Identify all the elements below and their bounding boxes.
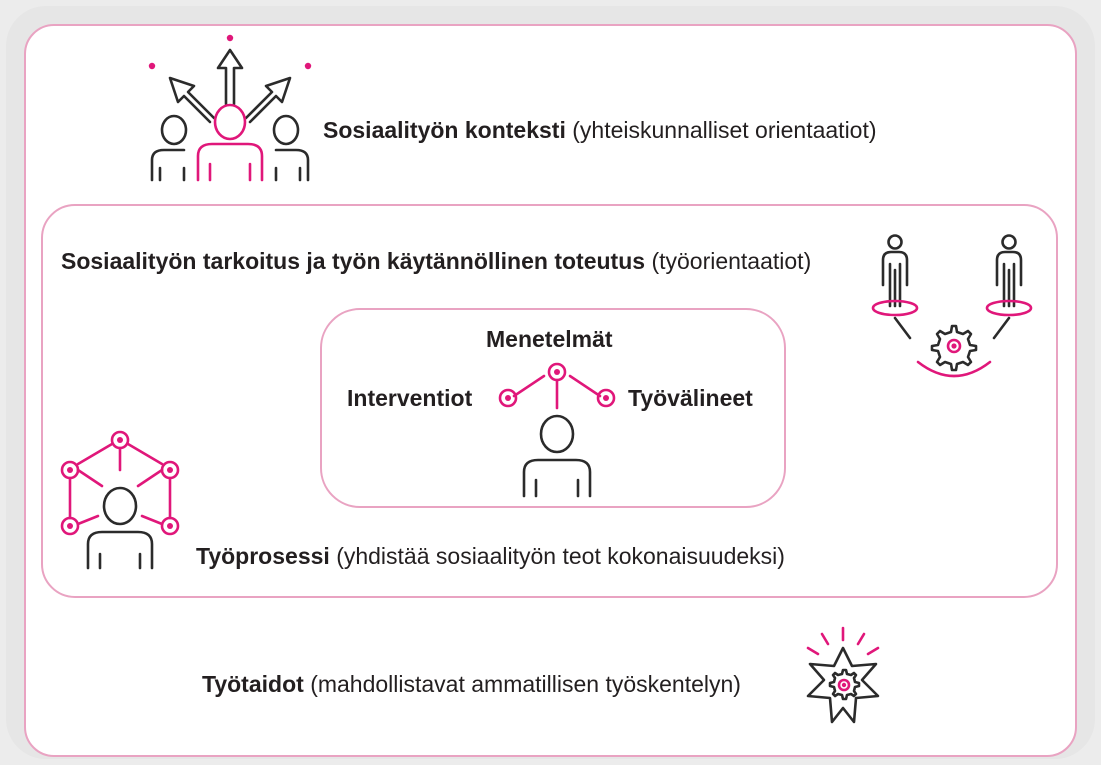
methods-box	[320, 308, 786, 508]
purpose-description: (työorientaatiot)	[651, 248, 812, 274]
skills-description: (mahdollistavat ammatillisen työskentely…	[310, 671, 741, 697]
methods-title: Menetelmät	[486, 326, 613, 352]
context-description: (yhteiskunnalliset orientaatiot)	[572, 117, 877, 143]
process-description: (yhdistää sosiaalityön teot kokonaisuude…	[336, 543, 785, 569]
context-title: Sosiaalityön konteksti	[323, 117, 566, 143]
interventions-label: Interventiot	[347, 385, 473, 411]
team-gear-icon	[871, 234, 1033, 378]
skills-title: Työtaidot	[202, 671, 304, 697]
purpose-label: Sosiaalityön tarkoitus ja työn käytännöl…	[61, 250, 811, 273]
society-people-arrows-icon	[148, 34, 312, 182]
process-title: Työprosessi	[196, 543, 330, 569]
work-process-network-icon	[60, 430, 180, 570]
process-label: Työprosessi (yhdistää sosiaalityön teot …	[196, 545, 785, 568]
tools-label: Työvälineet	[628, 385, 753, 411]
skills-star-gear-icon	[806, 626, 880, 724]
skills-label: Työtaidot (mahdollistavat ammatillisen t…	[202, 673, 741, 696]
purpose-title: Sosiaalityön tarkoitus ja työn käytännöl…	[61, 248, 646, 274]
methods-network-person-icon	[498, 362, 616, 498]
context-label: Sosiaalityön konteksti (yhteiskunnallise…	[323, 119, 877, 142]
